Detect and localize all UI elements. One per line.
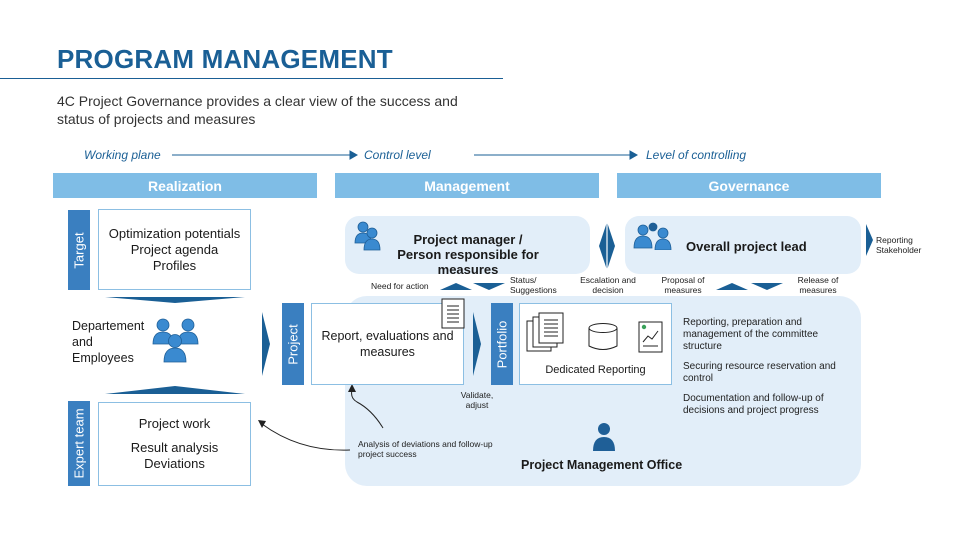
working-plane-label: Working plane [84,148,161,162]
escalation-label: Escalation and decision [580,275,636,295]
page-subtitle: 4C Project Governance provides a clear v… [57,93,458,127]
expert-line-2: Result analysis [130,440,219,455]
project-manager-label: Project manager / Person responsible for… [397,232,539,277]
chart-document-icon [638,321,663,353]
target-line-3: Profiles [152,257,197,273]
document-icon [441,298,465,329]
status-suggestions-label: Status/ Suggestions [510,275,557,295]
need-for-action-label: Need for action [371,281,429,291]
report-box: Report, evaluations and measures [311,303,464,385]
project-tab: Project [282,303,304,385]
title-divider [0,78,503,79]
document-stack-icon [526,312,564,352]
proposal-label: Proposal of measures [661,275,705,295]
governance-header: Governance [617,173,881,198]
analysis-label: Analysis of deviations and follow-up pro… [358,439,493,459]
expert-box: Project work Result analysis Deviations [98,402,251,486]
expert-team-tab: Expert team [68,401,90,486]
person-icon [593,423,615,451]
overall-project-lead-label: Overall project lead [686,239,807,254]
departement-label: Departement and Employees [72,319,145,365]
portfolio-tab: Portfolio [491,303,513,385]
people-group-icon [152,318,199,363]
target-box: Optimization potentials Project agenda P… [98,209,251,290]
pmo-label: Project Management Office [521,458,683,472]
page-title: PROGRAM MANAGEMENT [57,44,393,74]
expert-line-3: Deviations [144,456,205,471]
reporting-stakeholder-label: Reporting Stakeholder [876,235,922,255]
management-header: Management [335,173,599,198]
project-lead-icon [633,222,672,250]
target-line-2: Project agenda [130,241,219,257]
target-tab: Target [68,210,90,290]
validate-label: Validate, adjust [460,390,494,410]
dedicated-reporting-label: Dedicated Reporting [545,364,646,376]
realization-header: Realization [53,173,317,198]
person-pair-icon [354,221,381,251]
expert-line-1: Project work [138,416,211,431]
target-line-1: Optimization potentials [108,225,241,241]
database-icon [588,323,618,350]
control-level-label: Control level [364,148,431,162]
project-manager-panel [345,216,590,274]
pmo-bullet-2: Securing resource reservation and contro… [683,361,836,384]
pmo-bullet-3: Documentation and follow-up of decisions… [683,393,824,416]
controlling-level-label: Level of controlling [646,148,747,162]
release-label: Release of measures [797,275,839,295]
pmo-bullet-1: Reporting, preparation and management of… [683,317,819,352]
